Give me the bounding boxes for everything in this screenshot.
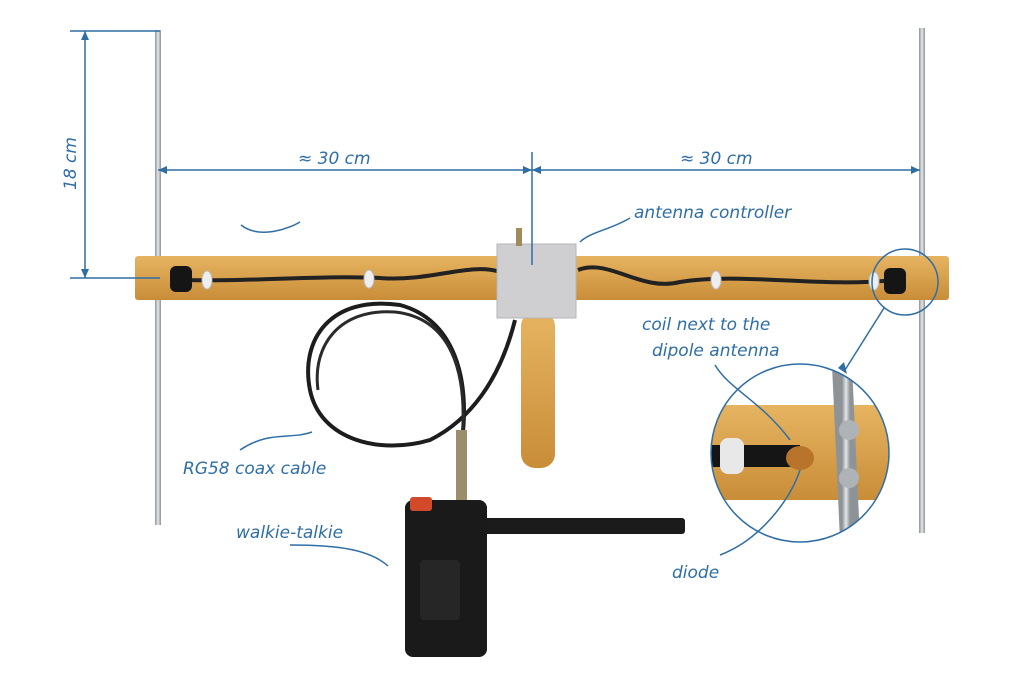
radio-knob [410, 497, 432, 511]
detail-callout-circle [871, 248, 939, 316]
cable-label: RG58 coax cable [183, 459, 326, 479]
coil-label-line1: coil next to the [642, 315, 770, 335]
coil-label-line2: dipole antenna [652, 341, 780, 361]
boom-wire [184, 265, 896, 286]
detail-inset [711, 364, 889, 542]
walkie-talkie-strap [483, 518, 685, 534]
left-span-label: ≈ 30 cm [298, 149, 371, 169]
right-span-label: ≈ 30 cm [680, 149, 753, 169]
right-coil [884, 268, 906, 294]
toggle-switch [516, 228, 522, 246]
diode-label: diode [672, 563, 719, 583]
height-label: 18 cm [61, 137, 81, 190]
wooden-handle [521, 312, 555, 468]
coax-cable [306, 301, 517, 448]
antenna-controller-box [496, 243, 577, 319]
bnc-connector [456, 430, 467, 502]
dimension-lines [70, 30, 920, 567]
controller-label: antenna controller [634, 203, 792, 223]
left-coil [170, 266, 192, 292]
cable-clips [201, 269, 880, 291]
radio-label: walkie-talkie [236, 523, 343, 543]
